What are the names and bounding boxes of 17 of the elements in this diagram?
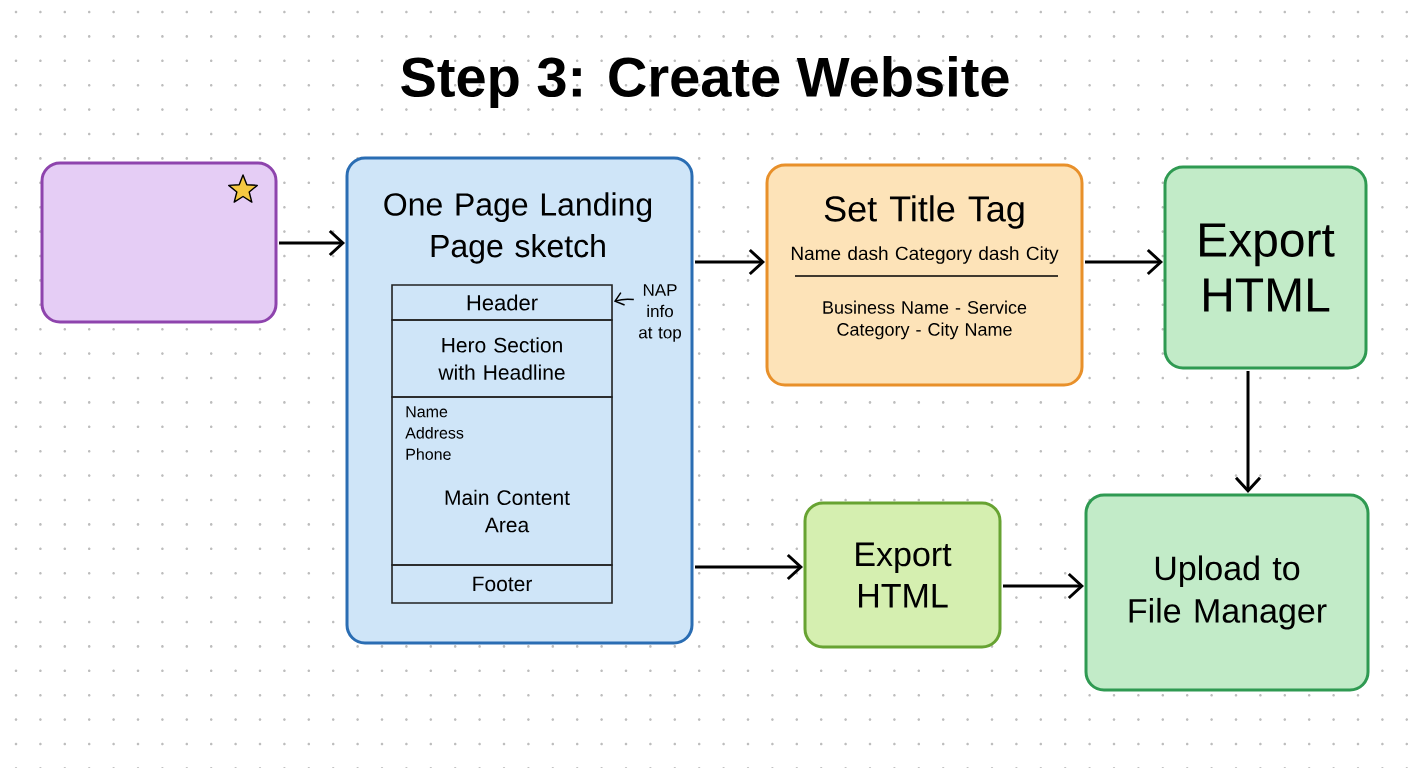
process-box: Export HTML [1163, 165, 1368, 370]
wireframe-section: Name Address Phone Main Content Area [391, 396, 613, 566]
wireframe-section: Footer [391, 564, 613, 604]
arrow [695, 248, 765, 276]
arrow [695, 553, 803, 581]
arrow [1085, 248, 1163, 276]
arrow [1003, 572, 1084, 600]
arrow [613, 291, 635, 306]
process-box: Upload to File Manager [1084, 493, 1370, 692]
wireframe-section: Hero Section with Headline [391, 319, 613, 398]
wireframe-section: Header [391, 284, 613, 321]
arrow [1234, 371, 1262, 493]
arrow [279, 229, 345, 257]
note-text: NAP info at top [639, 284, 681, 342]
process-box: Export HTML [803, 501, 1002, 649]
process-box: Set Title Tag Name dash Category dash City Business Name - Service Category - City Name [765, 163, 1084, 387]
title: Step 3: Create Website [401, 55, 1009, 109]
